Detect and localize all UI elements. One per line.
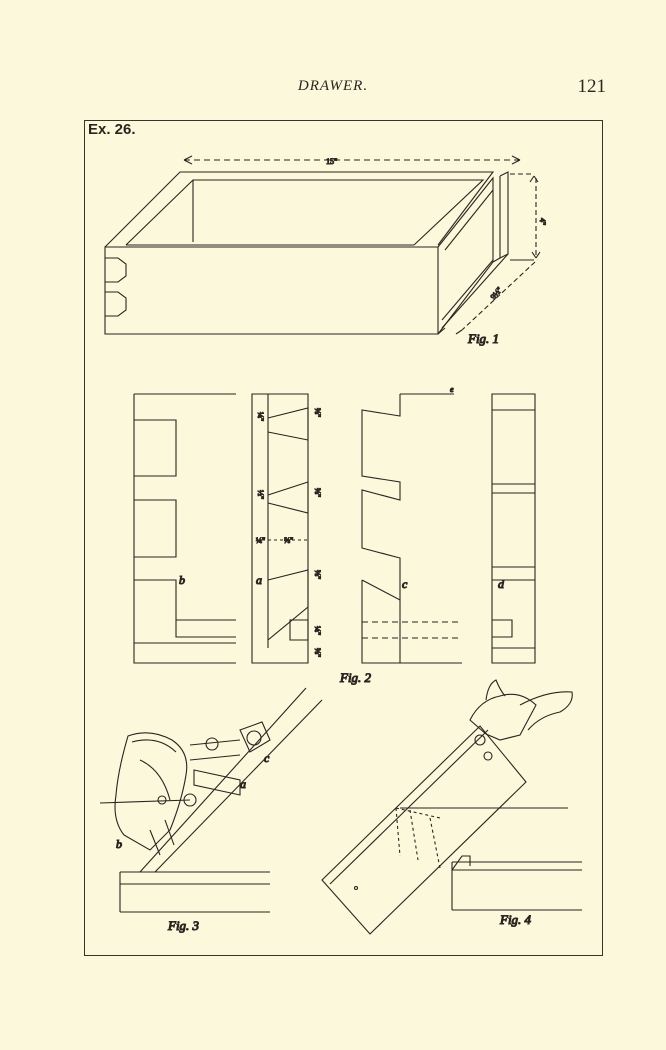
fig2-dim-3: ½" xyxy=(256,490,265,499)
fig2-letter-a: a xyxy=(256,573,262,587)
plate-frame xyxy=(84,120,603,956)
fig2-dim-7: ⅜" xyxy=(313,570,322,579)
fig2-dim-4: ⅜" xyxy=(313,488,322,497)
fig1-caption: Fig. 1 xyxy=(467,331,499,346)
fig2-dim-9: ⅜" xyxy=(313,648,322,657)
fig2-letter-c: c xyxy=(402,577,408,591)
fig2-dim-2: ⅜" xyxy=(313,408,322,417)
fig2-dim-1: ¼" xyxy=(256,412,265,421)
fig2-letter-b: b xyxy=(179,573,185,587)
fig2-dim-6: ⅝" xyxy=(284,536,293,545)
fig2-caption: Fig. 2 xyxy=(339,670,372,685)
fig1-height-label: 4" xyxy=(538,218,547,225)
fig2-dim-5: ¼" xyxy=(256,536,265,545)
fig1-drawer-drawing xyxy=(104,155,541,335)
fig1-depth-label: 9½" xyxy=(489,285,504,301)
fig2-letter-e: e xyxy=(450,385,454,394)
fig3-letter-a: a xyxy=(240,777,246,791)
fig3-letter-b: b xyxy=(116,837,122,851)
fig4-caption: Fig. 4 xyxy=(499,912,532,927)
running-head: DRAWER. xyxy=(297,78,369,94)
fig2-dim-8: ¼" xyxy=(313,626,322,635)
fig3-caption: Fig. 3 xyxy=(167,918,200,933)
fig3-letter-c: c xyxy=(264,751,270,765)
fig1-length-label: 15" xyxy=(326,157,337,166)
fig4-saw-drawing xyxy=(321,679,582,935)
fig2-letter-d: d xyxy=(498,577,505,591)
fig2-drawings xyxy=(133,393,536,664)
fig3-plane-drawing xyxy=(99,687,323,913)
exercise-label: Ex. 26. xyxy=(88,121,136,138)
page-number: 121 xyxy=(577,76,607,97)
